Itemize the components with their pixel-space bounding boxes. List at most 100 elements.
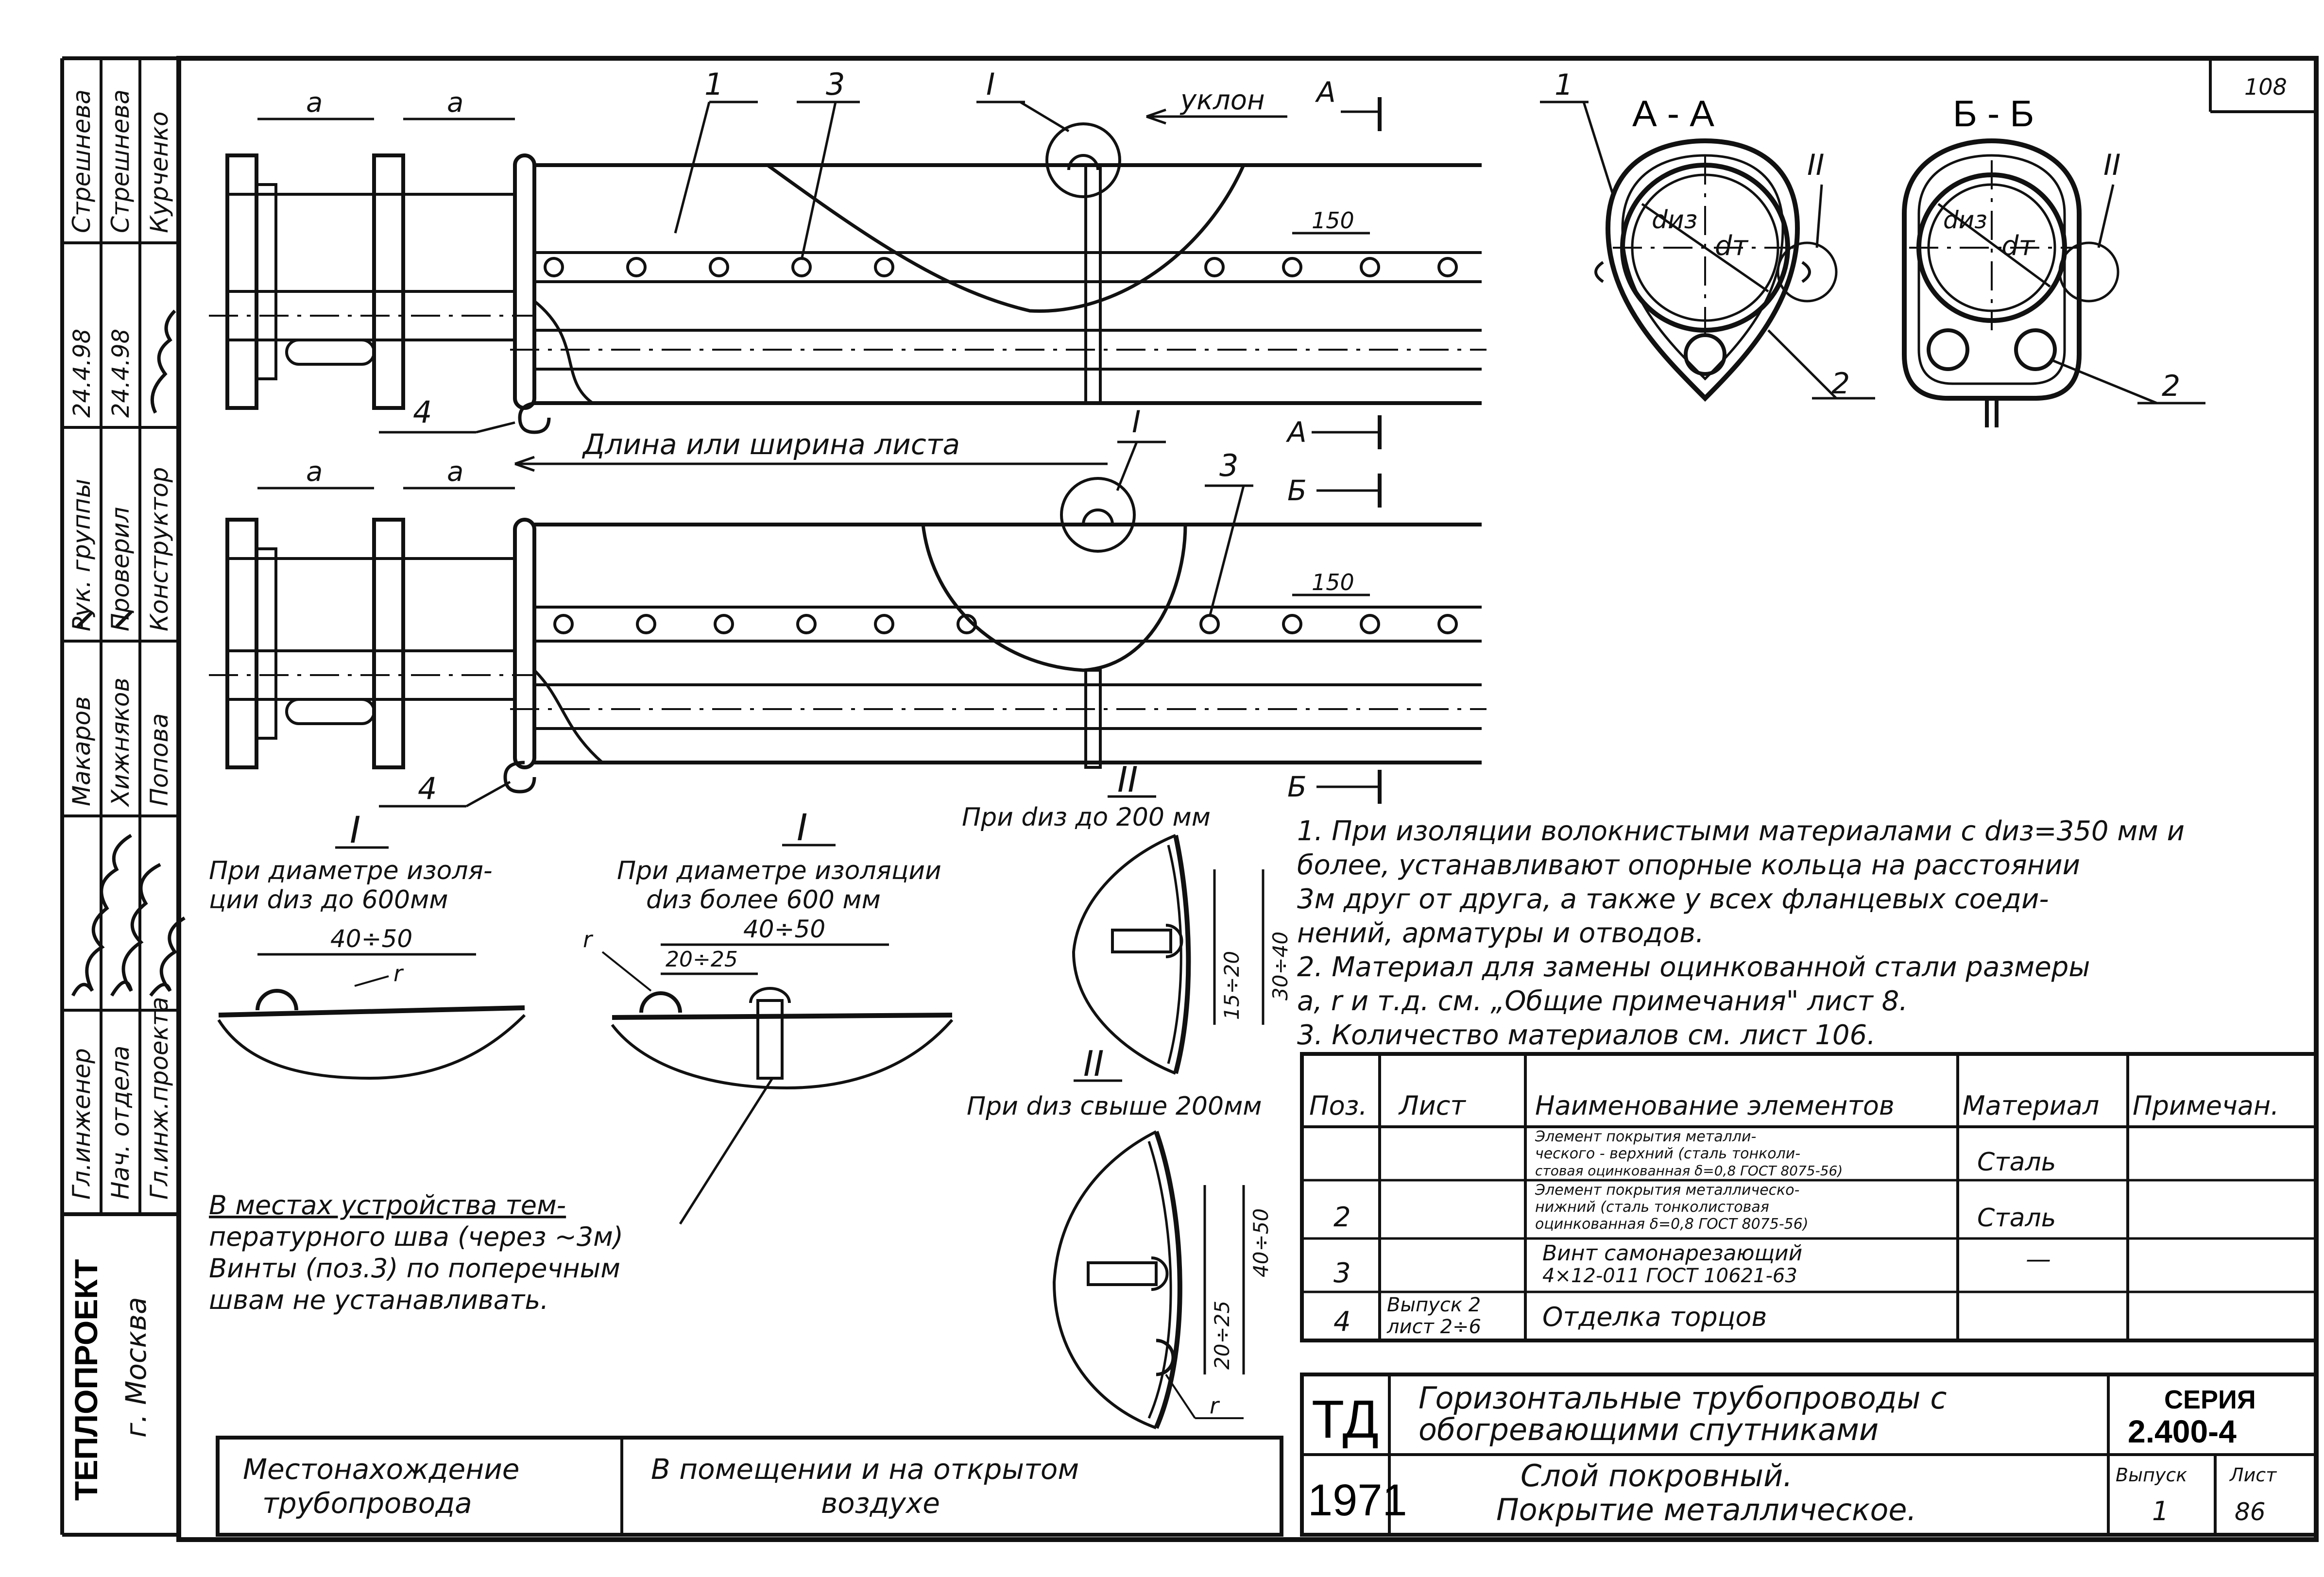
- note-line-2: более, устанавливают опорные кольца на р…: [1297, 849, 2080, 881]
- detail-II-small-dim1: 15÷20: [1220, 951, 1244, 1020]
- bottom-dim-a-2: a: [447, 456, 463, 488]
- detail-I-large-dim2: 20÷25: [666, 947, 738, 972]
- series-number: 2.400-4: [2128, 1413, 2237, 1449]
- bottom-dim-a-1: a: [306, 456, 323, 488]
- bottom-pos-3: 3: [1219, 448, 1238, 483]
- detail-I-small-roman: I: [350, 808, 360, 851]
- stamp-name-khizhnyakov: Хижняков: [106, 678, 135, 808]
- stamp-name-popova: Попова: [145, 713, 173, 806]
- top-section-A-top: А: [1315, 76, 1336, 109]
- section-aa-d-t: dт: [1715, 230, 1749, 262]
- spec-header-note: Примечан.: [2133, 1090, 2279, 1121]
- stamp-role-chief-engineer: Гл.инженер: [68, 1048, 96, 1200]
- general-notes: 1. При изоляции волокнистыми материалами…: [1297, 815, 2185, 1051]
- issue-number: 1: [2152, 1496, 2169, 1526]
- detail-I-small-dim: 40÷50: [330, 925, 412, 953]
- detail-I-small: I При диаметре изоля- ции dиз до 600мм 4…: [209, 808, 526, 1080]
- note-line-7: 3. Количество материалов см. лист 106.: [1297, 1019, 1876, 1051]
- stamp-role-designer: Конструктор: [145, 467, 173, 631]
- section-aa-pos1: 1: [1555, 68, 1573, 102]
- stamp-name-makarov: Макаров: [68, 696, 96, 806]
- detail-II-small-dim2: 30÷40: [1268, 932, 1292, 1000]
- org-city: г. Москва: [120, 1297, 153, 1438]
- bottom-length-label: Длина или ширина листа: [581, 428, 960, 461]
- note-line-5: 2. Материал для замены оцинкованной стал…: [1297, 951, 2090, 983]
- stamp-name-kurchenko: Курченко: [145, 111, 173, 233]
- stamp-name-streshneva-2: Стрешнева: [106, 89, 135, 233]
- section-aa-title: А - А: [1632, 93, 1714, 135]
- detail-I-large-caption-2: dиз более 600 мм: [646, 885, 881, 915]
- section-aa: А - А dиз dт 1 II 2: [1540, 68, 1875, 402]
- spec-row4-pos: 4: [1333, 1306, 1351, 1338]
- detail-II-large-caption: При dиз свыше 200мм: [967, 1092, 1262, 1121]
- spec-header-sheet: Лист: [1398, 1090, 1466, 1121]
- section-bb-title: Б - Б: [1953, 93, 2034, 135]
- stamp-date-2: 24.4.98: [107, 329, 135, 418]
- detail-II-small-caption: При dиз до 200 мм: [962, 803, 1211, 832]
- outer-frame: [176, 56, 2319, 1542]
- left-stamp: Гл.инженер Нач. отдела Гл.инж.проекта Ру…: [62, 58, 186, 1501]
- top-node-I: I: [986, 67, 995, 102]
- spec-row4-sheet-1: Выпуск 2: [1387, 1294, 1481, 1316]
- section-aa-pos2: 2: [1831, 367, 1850, 401]
- joint-note-line-1: В местах устройства тем-: [209, 1190, 566, 1221]
- note-line-4: нений, арматуры и отводов.: [1297, 917, 1704, 949]
- detail-II-large-dim2: 40÷50: [1249, 1208, 1273, 1277]
- detail-I-small-caption-1: При диаметре изоля-: [209, 856, 493, 885]
- detail-I-large-roman: I: [797, 806, 807, 849]
- spec-row2-name-3: оцинкованная δ=0,8 ГОСТ 8075-56): [1535, 1216, 1809, 1233]
- top-dim-a-1: a: [306, 87, 323, 119]
- detail-I-small-r: r: [393, 960, 404, 986]
- detail-II-small-roman: II: [1117, 759, 1138, 800]
- detail-I-large-r: r: [583, 926, 594, 952]
- bottom-section-B-top: Б: [1287, 474, 1307, 507]
- spec-table: Поз. Лист Наименование элементов Материа…: [1300, 1052, 2318, 1342]
- detail-II-large: II При dиз свыше 200мм 20÷25 40÷50 r: [967, 1043, 1273, 1429]
- note-line-1: 1. При изоляции волокнистыми материалами…: [1297, 815, 2185, 847]
- title-td: ТД: [1312, 1390, 1379, 1449]
- detail-I-large-caption-1: При диаметре изоляции: [617, 856, 941, 885]
- title-line-1: Горизонтальные трубопроводы с: [1418, 1380, 1947, 1416]
- detail-II-large-roman: II: [1083, 1043, 1104, 1084]
- detail-I-large: I При диаметре изоляции dиз более 600 мм…: [583, 806, 954, 1225]
- title-year: 1971: [1308, 1475, 1407, 1525]
- joint-note-line-2: пературного шва (через ~3м): [209, 1221, 623, 1252]
- spec-row1-name-2: ческого - верхний (сталь тонколи-: [1535, 1145, 1800, 1162]
- top-pos-1: 1: [704, 67, 723, 102]
- location-label-2: трубопровода: [262, 1487, 472, 1520]
- note-line-3: 3м друг от друга, а также у всех фланцев…: [1297, 883, 2049, 915]
- location-value-1: В помещении и на открытом: [651, 1453, 1079, 1486]
- stamp-date-1: 24.4.98: [68, 329, 96, 418]
- spec-row1-name-3: стовая оцинкованная δ=0,8 ГОСТ 8075-56): [1535, 1163, 1843, 1179]
- spec-row4-sheet-2: лист 2÷6: [1386, 1316, 1481, 1338]
- subtitle-line-1: Слой покровный.: [1521, 1458, 1793, 1493]
- note-line-6: а, r и т.д. см. „Общие примечания" лист …: [1297, 985, 1908, 1017]
- top-slope: уклон: [1179, 85, 1265, 116]
- top-section-A-bottom: А: [1285, 416, 1307, 449]
- issue-label: Выпуск: [2116, 1464, 2187, 1486]
- spec-header-name: Наименование элементов: [1535, 1090, 1895, 1121]
- title-block: ТД 1971 Горизонтальные трубопроводы с об…: [1300, 1373, 2318, 1537]
- section-bb-d-t: dт: [2001, 230, 2035, 262]
- title-line-2: обогревающими спутниками: [1418, 1412, 1879, 1447]
- section-bb-node: II: [2103, 148, 2120, 182]
- location-block: Местонахождение трубопровода В помещении…: [216, 1436, 1283, 1537]
- section-bb-d-iz: dиз: [1943, 206, 1987, 234]
- stamp-role-dept-head: Нач. отдела: [106, 1046, 135, 1200]
- pipe-plan-top: a a 1 3 I 4 уклон А А 150: [209, 67, 1487, 449]
- spec-row2-pos: 2: [1333, 1202, 1351, 1233]
- section-aa-d-iz: dиз: [1652, 205, 1697, 235]
- subtitle-line-2: Покрытие металлическое.: [1496, 1492, 1916, 1527]
- sheet-label: Лист: [2229, 1464, 2277, 1486]
- joint-note-line-3: Винты (поз.3) по поперечным: [209, 1253, 620, 1284]
- location-value-2: воздухе: [821, 1487, 940, 1520]
- top-pitch: 150: [1312, 207, 1354, 234]
- signature-scribbles: [71, 309, 186, 997]
- bottom-section-B-bottom: Б: [1287, 770, 1307, 803]
- spec-row3-pos: 3: [1333, 1257, 1351, 1289]
- joint-note-line-4: швам не устанавливать.: [209, 1285, 548, 1315]
- stamp-name-streshneva-1: Стрешнева: [68, 89, 96, 233]
- sheet-number: 108: [2244, 74, 2287, 100]
- location-label-1: Местонахождение: [243, 1453, 520, 1486]
